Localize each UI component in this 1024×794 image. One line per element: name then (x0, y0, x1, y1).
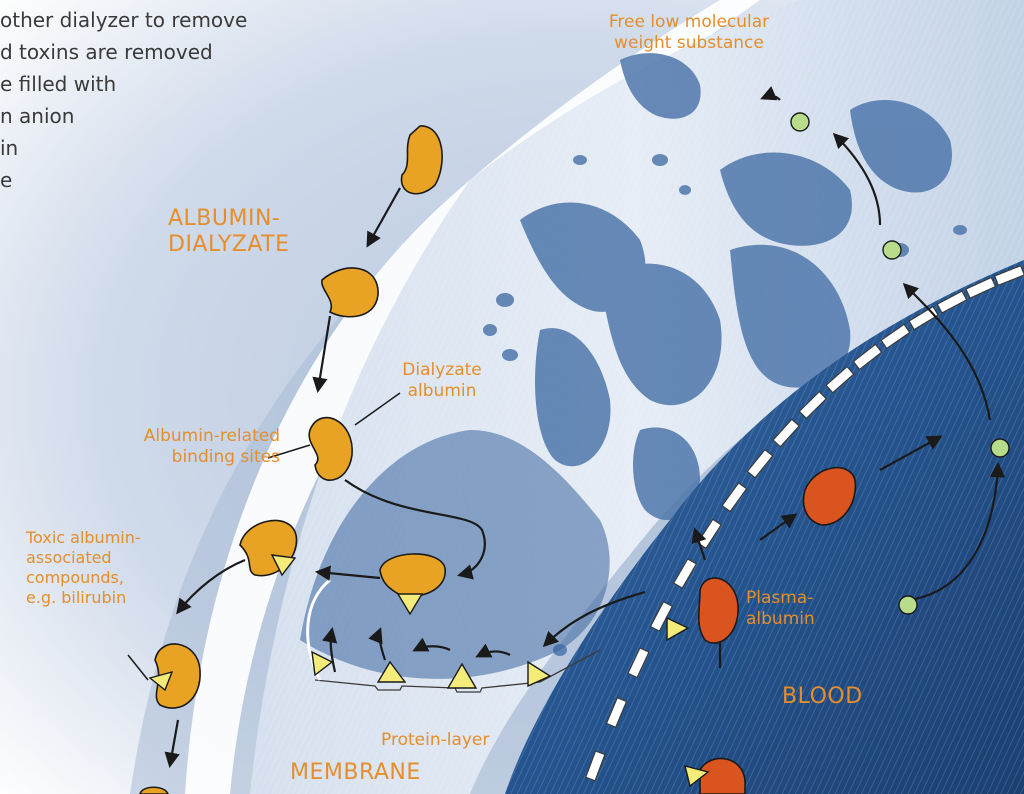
label-line: Dialyzate (392, 360, 492, 381)
label-albumin-related: Albumin-related binding sites (100, 426, 280, 468)
dialyzate-albumin-2 (322, 268, 378, 317)
intro-line: e filled with (0, 68, 247, 100)
label-line: DIALYZATE (168, 232, 290, 258)
intro-line: n anion (0, 100, 247, 132)
intro-line: e (0, 164, 247, 196)
label-protein-layer: Protein-layer (381, 730, 489, 751)
label-line: weight substance (594, 33, 784, 54)
label-line: e.g. bilirubin (26, 588, 141, 608)
label-blood: BLOOD (782, 684, 863, 710)
intro-line: d toxins are removed (0, 36, 247, 68)
label-albumin-dialyzate: ALBUMIN- DIALYZATE (168, 206, 290, 258)
label-line: binding sites (100, 447, 280, 468)
label-line: Plasma- (746, 588, 815, 609)
label-line: ALBUMIN- (168, 206, 290, 232)
label-line: albumin (746, 609, 815, 630)
label-line: Albumin-related (100, 426, 280, 447)
intro-line: in (0, 132, 247, 164)
label-line: Free low molecular (594, 12, 784, 33)
intro-line: other dialyzer to remove (0, 4, 247, 36)
label-plasma-albumin: Plasma- albumin (746, 588, 815, 630)
label-toxic-albumin: Toxic albumin- associated compounds, e.g… (26, 528, 141, 608)
label-line: associated (26, 548, 141, 568)
label-dialyzate-albumin: Dialyzate albumin (392, 360, 492, 402)
label-membrane: MEMBRANE (290, 760, 421, 786)
label-line: albumin (392, 381, 492, 402)
label-free-low-molecular: Free low molecular weight substance (594, 12, 784, 54)
label-line: compounds, (26, 568, 141, 588)
label-line: Toxic albumin- (26, 528, 141, 548)
intro-text: other dialyzer to remove d toxins are re… (0, 4, 247, 196)
